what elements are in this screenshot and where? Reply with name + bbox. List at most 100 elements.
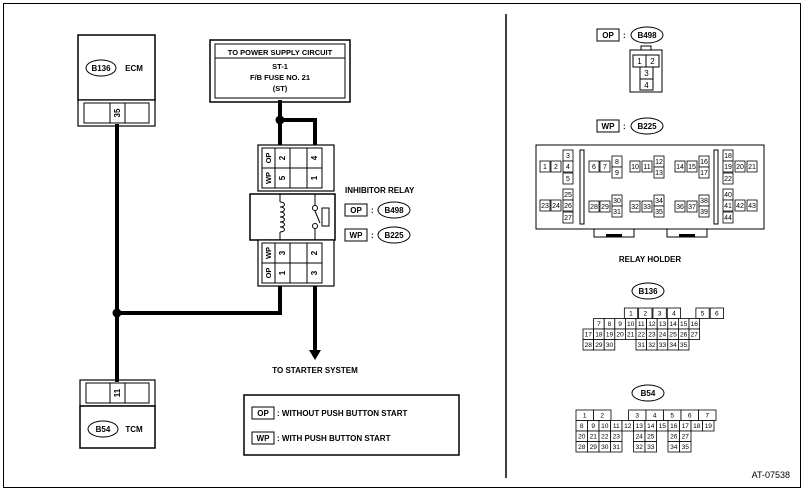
bot-op-pin-b: 3 <box>310 270 319 275</box>
pin-number: 19 <box>724 164 732 171</box>
pin-cell <box>686 200 698 213</box>
legend-box: OP : WITHOUT PUSH BUTTON START WP : WITH… <box>243 394 460 456</box>
pin-number: 17 <box>700 170 708 177</box>
pin-number: 36 <box>676 204 684 211</box>
bot-op-pin-a: 1 <box>278 270 287 275</box>
tcm-unit: B54 TCM 11 <box>79 379 156 449</box>
relay-wp-connector: B225 <box>384 231 404 240</box>
pin-number: 17 <box>585 332 593 339</box>
pin-number: 10 <box>631 164 639 171</box>
top-op-pin-b: 4 <box>310 155 319 160</box>
pin-cell <box>599 200 611 213</box>
pin-number: 29 <box>595 342 603 349</box>
ecm-connector-label: B136 <box>91 64 111 73</box>
pin-number: 7 <box>603 164 607 171</box>
pin-number: 21 <box>748 164 756 171</box>
pin-cell <box>562 211 574 224</box>
pin-cell <box>610 441 623 453</box>
power-line4: (ST) <box>273 84 288 93</box>
pin-number: 33 <box>659 342 667 349</box>
tcm-connector-label: B54 <box>96 425 111 434</box>
pin-cell <box>674 160 686 173</box>
pin-cell <box>588 160 600 173</box>
pin-number: 27 <box>691 332 699 339</box>
pin-number: 30 <box>601 444 609 451</box>
b498-conn-label: B498 <box>637 31 657 40</box>
pin-number: 4 <box>653 413 657 420</box>
b498-pin-4: 4 <box>644 81 649 90</box>
pin-cell <box>539 160 551 173</box>
power-line1: TO POWER SUPPLY CIRCUIT <box>228 48 333 57</box>
pin-number: 19 <box>606 332 614 339</box>
pin-number: 23 <box>613 434 621 441</box>
pin-number: 35 <box>655 209 663 216</box>
pin-cell <box>674 200 686 213</box>
relay-title: INHIBITOR RELAY <box>345 186 415 195</box>
figure-id: AT-07538 <box>752 470 790 480</box>
pin-number: 25 <box>669 332 677 339</box>
pin-number: 9 <box>618 321 622 328</box>
pin-number: 30 <box>613 198 621 205</box>
pin-cell <box>746 199 758 212</box>
power-line2: ST-1 <box>272 62 288 71</box>
b54-conn-label: B54 <box>641 389 656 398</box>
pin-number: 28 <box>590 204 598 211</box>
pin-number: 32 <box>636 444 644 451</box>
pin-number: 15 <box>688 164 696 171</box>
pin-cell <box>653 205 665 218</box>
pin-cell <box>599 160 611 173</box>
pin-number: 14 <box>669 321 677 328</box>
relay-holder-caption: RELAY HOLDER <box>619 255 681 264</box>
pin-number: 16 <box>700 159 708 166</box>
pin-number: 32 <box>631 204 639 211</box>
legend-wp-text: : WITH PUSH BUTTON START <box>277 434 391 443</box>
pin-cell <box>734 199 746 212</box>
pin-number: 22 <box>638 332 646 339</box>
pin-number: 20 <box>616 332 624 339</box>
pin-cell <box>686 160 698 173</box>
pin-number: 23 <box>648 332 656 339</box>
b498-tag: OP <box>602 31 614 40</box>
b225-tag: WP <box>602 122 616 131</box>
pin-number: 11 <box>643 164 650 171</box>
pin-number: 26 <box>564 203 572 210</box>
pin-cell <box>722 160 734 173</box>
pin-number: 24 <box>636 434 644 441</box>
pin-number: 37 <box>688 204 696 211</box>
pin-number: 28 <box>585 342 593 349</box>
pin-cell <box>679 441 692 453</box>
pin-cell <box>629 160 641 173</box>
pin-cell <box>550 160 562 173</box>
pin-cell <box>709 307 724 319</box>
pin-number: 11 <box>638 321 645 328</box>
pin-cell <box>641 160 653 173</box>
relay-op-sep: : <box>371 206 374 215</box>
pin-number: 5 <box>701 311 705 318</box>
pin-number: 6 <box>715 311 719 318</box>
pin-number: 31 <box>613 209 621 216</box>
pin-number: 14 <box>676 164 684 171</box>
pin-number: 12 <box>648 321 656 328</box>
pin-number: 6 <box>592 164 596 171</box>
pin-number: 9 <box>591 423 595 430</box>
pin-cell <box>611 166 623 179</box>
pin-cell <box>695 307 710 319</box>
pin-number: 8 <box>580 423 584 430</box>
wire-junction-left <box>112 308 122 318</box>
pin-number: 9 <box>615 170 619 177</box>
pin-number: 13 <box>655 170 663 177</box>
pin-number: 33 <box>647 444 655 451</box>
pin-number: 3 <box>566 153 570 160</box>
wire-junction-top <box>275 115 285 125</box>
pin-number: 26 <box>680 332 688 339</box>
pin-number: 28 <box>578 444 586 451</box>
pin-number: 3 <box>635 413 639 420</box>
pin-number: 5 <box>670 413 674 420</box>
pin-cell <box>688 328 701 340</box>
pin-cell <box>539 199 551 212</box>
power-supply-box: TO POWER SUPPLY CIRCUIT ST-1 F/B FUSE NO… <box>209 39 351 103</box>
